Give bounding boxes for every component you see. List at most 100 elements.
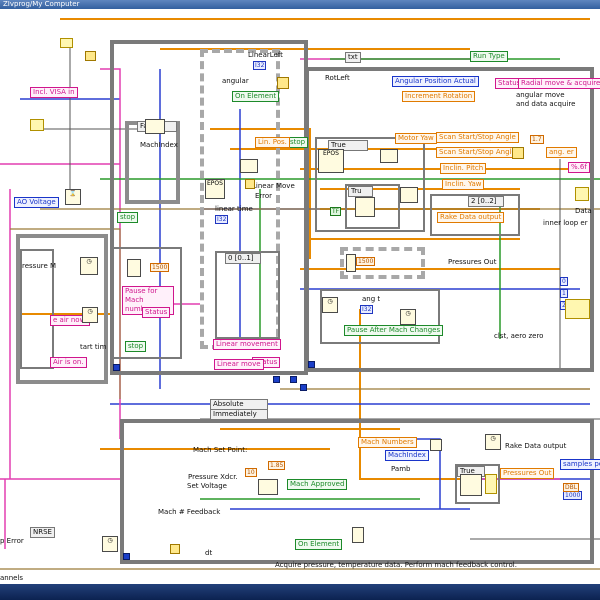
compare-icon[interactable]	[60, 38, 73, 48]
constant-1: 1	[560, 289, 568, 298]
clock-icon[interactable]: ◷	[80, 257, 98, 275]
compare-icon[interactable]	[30, 119, 44, 131]
while-loop-feedback[interactable]	[120, 419, 594, 564]
clst-aero-label: clst, aero zero	[494, 332, 544, 340]
channels-label: annels	[0, 574, 24, 582]
inner-case-pressure[interactable]	[20, 249, 54, 369]
while-loop-angular[interactable]	[305, 67, 594, 372]
scan-start-stop-1[interactable]: Scan Start/Stop Angle	[436, 132, 519, 143]
build-array-icon[interactable]	[565, 299, 590, 319]
constant-1-85: 1.85	[268, 461, 286, 470]
angular-move-text: angular move	[516, 91, 565, 99]
incl-yaw-indicator: Inclin. Yaw	[442, 179, 485, 190]
on-element-indicator-1: On Element	[232, 91, 280, 102]
incl-pitch-indicator: Inclin. Pitch	[440, 163, 487, 174]
epos-subvi-icon[interactable]: EPOS	[205, 179, 225, 199]
hourglass-icon[interactable]: ⌛	[65, 189, 81, 205]
pressures-out-label-1: Pressures Out	[448, 258, 497, 266]
subvi-icon[interactable]	[380, 149, 398, 163]
constant-10: 10	[245, 468, 257, 477]
case-structure-air[interactable]	[16, 234, 108, 384]
wait-icon[interactable]	[127, 259, 141, 277]
case-selector-true[interactable]: True	[328, 140, 368, 151]
status-indicator-1: Status	[142, 307, 171, 318]
case-selector-tru[interactable]: Tru	[348, 186, 373, 197]
case-selector-rake[interactable]: 2 [0..2]	[468, 196, 504, 207]
sequence-selector[interactable]: 0 [0..1]	[225, 253, 261, 264]
linear-movement-string: Linear movement	[213, 339, 281, 350]
pressures-out-indicator-2: Pressures Out	[500, 468, 555, 479]
linear-time-label: linear time	[215, 205, 253, 213]
case-structure-true[interactable]	[315, 137, 425, 232]
immediately-enum[interactable]: Immediately	[210, 409, 268, 420]
clock-icon[interactable]: ◷	[322, 297, 338, 313]
block-diagram[interactable]: Incl. VISA in AO Voltage stop stop stop …	[0, 9, 600, 584]
increment-rotation-control[interactable]: Increment Rotation	[402, 91, 476, 102]
linear-move-string: Linear move	[214, 359, 264, 370]
stop-button-3[interactable]: stop	[125, 341, 147, 352]
motor-yaw-indicator: Motor Yaw	[395, 133, 437, 144]
triangle-node-icon[interactable]	[245, 179, 255, 189]
read-subvi-icon[interactable]	[355, 197, 375, 217]
incl-visa-label: Incl. VISA in	[30, 87, 78, 98]
constant-0: 0	[560, 277, 568, 286]
clock-icon[interactable]: ◷	[82, 307, 98, 323]
mach-approved-indicator: Mach Approved	[287, 479, 348, 490]
windows-taskbar[interactable]	[0, 584, 600, 600]
case-structure-angt[interactable]	[320, 289, 440, 344]
nrse-enum[interactable]: NRSE	[30, 527, 55, 538]
sequence-wait[interactable]	[340, 247, 425, 279]
mach-numbers-control[interactable]: Mach Numbers	[358, 437, 417, 448]
subvi-icon[interactable]	[240, 159, 258, 173]
subvi-icon[interactable]	[352, 527, 364, 543]
wait-icon[interactable]	[346, 254, 356, 272]
loop-iteration-terminal	[113, 364, 120, 371]
stop-button-2[interactable]: stop	[287, 137, 309, 148]
format-string: %.6f	[568, 162, 590, 173]
clock-icon[interactable]: ◷	[102, 536, 118, 552]
subvi-icon[interactable]	[430, 439, 442, 451]
ang-er-indicator: ang. er	[546, 147, 577, 158]
samples-per-control[interactable]: samples per	[560, 459, 600, 470]
acquire-comment: Acquire pressure, temperature data. Perf…	[275, 561, 517, 569]
ao-voltage-control[interactable]: AO Voltage	[14, 197, 59, 208]
inner-case-tru[interactable]	[345, 184, 400, 229]
clock-icon[interactable]: ◷	[400, 309, 416, 325]
pamb-label: Pamb	[391, 465, 411, 473]
i32-constant-a: I32	[253, 61, 267, 70]
pressure-label: ressure M	[22, 262, 57, 270]
tunnel-terminal	[300, 384, 307, 391]
linear-move-label: Linear Move	[252, 182, 295, 190]
angular-label: angular	[222, 77, 249, 85]
build-array-icon[interactable]	[485, 474, 497, 494]
wait-constant-1500b: 1500	[356, 257, 376, 266]
feedback-subvi-icon[interactable]	[258, 479, 278, 495]
constant-1-7: 1.7	[530, 135, 544, 144]
case-structure-rake[interactable]	[430, 194, 520, 236]
epos-subvi-icon[interactable]: EPOS	[318, 149, 344, 173]
pause-mach-string: Pause for Mach number	[122, 286, 174, 315]
stop-button-1[interactable]: stop	[117, 212, 139, 223]
triangle-node-icon[interactable]	[512, 147, 524, 159]
triangle-node-icon[interactable]	[170, 544, 180, 554]
txt-constant: txt	[345, 52, 361, 63]
build-array-icon[interactable]	[575, 187, 589, 201]
dbl-constant: DBL	[563, 483, 580, 492]
and-data-text: and data acquire	[516, 100, 576, 108]
case-structure-rake-true[interactable]	[455, 464, 500, 504]
rake-subvi-icon[interactable]	[400, 187, 418, 203]
machindex-control[interactable]: MachIndex	[385, 450, 429, 461]
rotleft-label: RotLeft	[325, 74, 350, 82]
rake-data-output-2: Rake Data output	[505, 442, 567, 450]
scan-start-stop-2[interactable]: Scan Start/Stop Angle	[436, 147, 519, 158]
triangle-node-icon[interactable]	[85, 51, 96, 61]
case-structure-pause[interactable]	[110, 247, 182, 359]
subvi-icon[interactable]	[145, 119, 165, 134]
loop-iteration-terminal	[123, 553, 130, 560]
clock-icon[interactable]: ◷	[485, 434, 501, 450]
error-label: Error	[255, 192, 273, 200]
wait-constant-1500a: 1500	[150, 263, 170, 272]
triangle-node-icon[interactable]	[277, 77, 289, 89]
case-structure-linear[interactable]	[215, 251, 280, 339]
rake-subvi-icon[interactable]	[460, 474, 482, 496]
